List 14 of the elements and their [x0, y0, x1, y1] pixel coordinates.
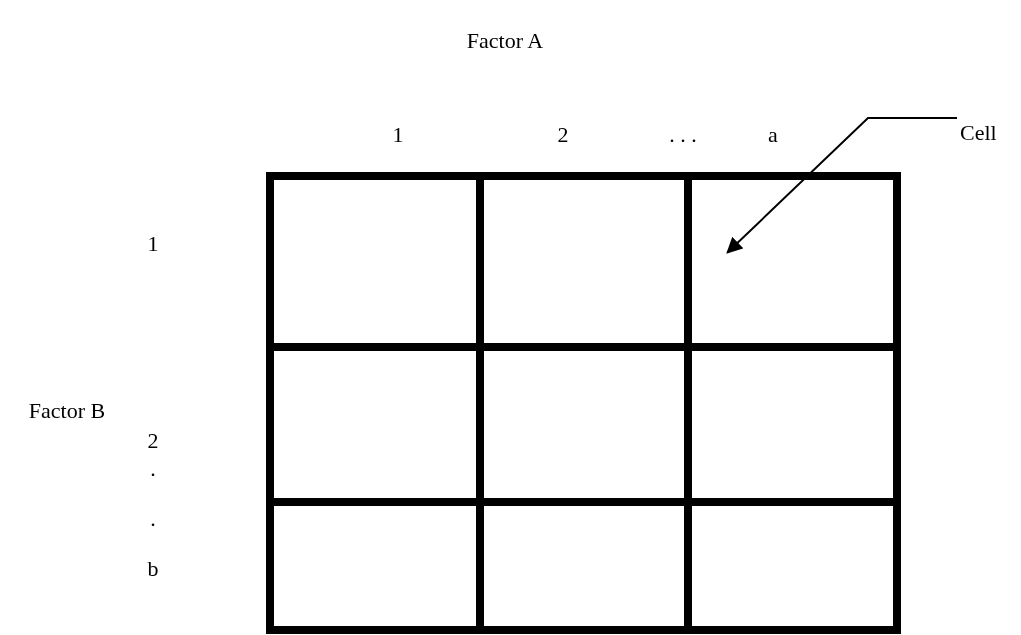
callout-label: Cell: [960, 122, 997, 144]
row-number: 2: [147, 430, 159, 452]
ellipsis: .: [150, 458, 156, 480]
axis-title: Factor A: [466, 30, 544, 52]
row-number: 1: [147, 233, 159, 255]
row-number: b: [147, 558, 159, 580]
axis-title: Factor B: [28, 400, 106, 422]
column-number: 1: [392, 124, 404, 146]
leader-line: [726, 117, 958, 254]
ellipsis: .: [150, 508, 156, 530]
column-number: 2: [557, 124, 569, 146]
ellipsis: . . .: [669, 124, 697, 146]
table-cell: [684, 172, 901, 351]
column-number: a: [768, 124, 778, 146]
